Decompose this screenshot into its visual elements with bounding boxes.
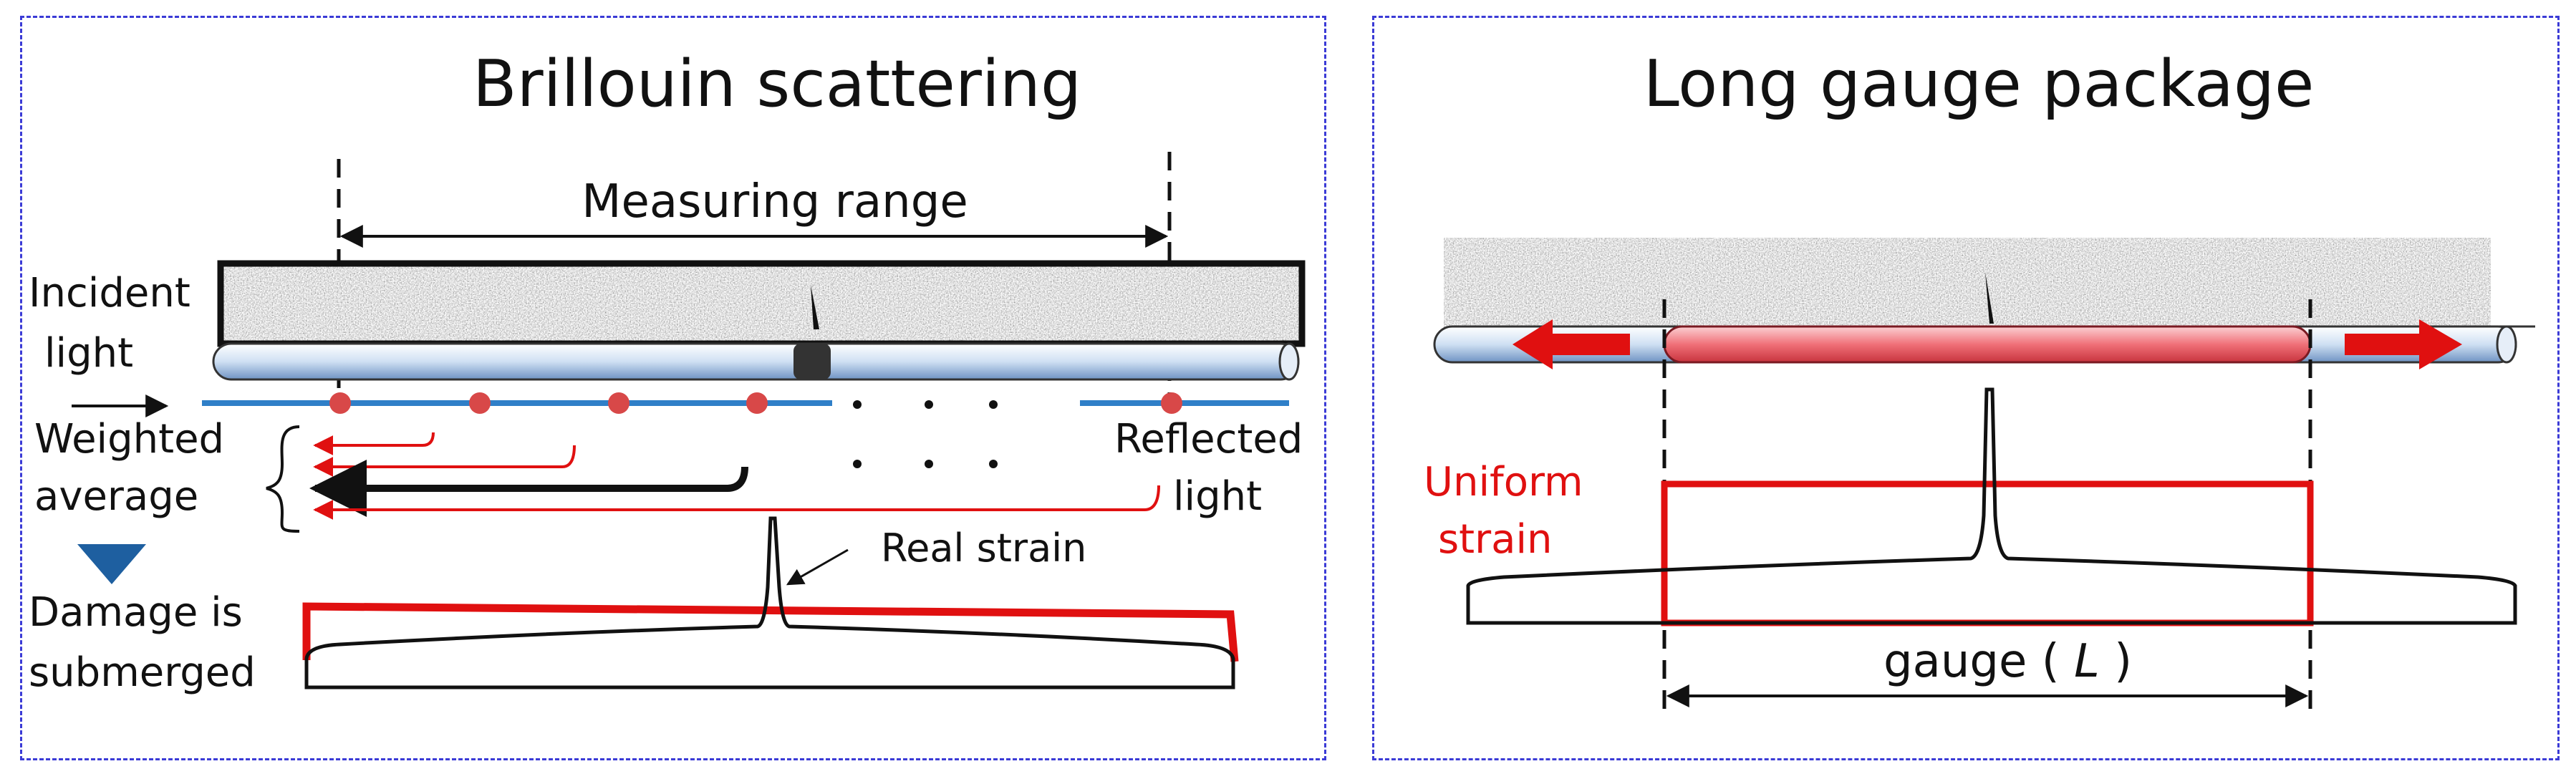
reflected-signal-2: [313, 445, 576, 477]
gauge-symbol: L: [2074, 635, 2100, 688]
sampling-point: [608, 392, 629, 414]
sampling-point: [329, 392, 351, 414]
long-gauge-package: [1663, 325, 2312, 364]
real-strain-label: Real strain: [881, 526, 1086, 571]
crack: [1985, 272, 1994, 324]
damage-label-2: submerged: [29, 649, 256, 696]
sampling-point: [1161, 392, 1182, 414]
long-gauge-title: Long gauge package: [1644, 47, 2315, 122]
concrete-block: [221, 263, 1302, 344]
strain-distribution-curve: [1466, 387, 2517, 625]
uniform-label-1: Uniform: [1424, 459, 1583, 505]
strain-distribution-curve: [304, 516, 1235, 689]
curly-brace: [266, 425, 300, 533]
fiber-end: [1278, 342, 1300, 381]
reflected-signal-1: [313, 432, 435, 455]
gauge-label-text: gauge (: [1883, 635, 2074, 688]
reflected-label-1: Reflected: [1114, 416, 1303, 463]
reflected-label-2: light: [1173, 473, 1262, 520]
measuring-range-label: Measuring range: [582, 175, 968, 228]
gauge-label-close: ): [2100, 635, 2132, 688]
optical-fiber: [212, 342, 1300, 381]
weighted-label-1: Weighted: [34, 416, 224, 463]
reflected-signal-3: [309, 460, 748, 517]
down-arrow-icon: [77, 544, 146, 584]
ellipsis-dots: [853, 400, 998, 468]
reflected-signal-4: [313, 485, 1160, 520]
weighted-label-2: average: [34, 473, 198, 520]
sampling-point: [469, 392, 491, 414]
uniform-strain-box: [1661, 480, 2314, 626]
brillouin-panel-frame: [20, 16, 1326, 760]
sampling-point: [746, 392, 768, 414]
incident-label-1: Incident: [29, 270, 190, 316]
real-strain-pointer: [786, 548, 849, 586]
fiber-end: [2496, 325, 2517, 364]
incident-label-2: light: [44, 330, 133, 377]
uniform-label-2: strain: [1438, 516, 1553, 563]
damage-label-1: Damage is: [29, 589, 243, 636]
tension-arrow-right-icon: [2345, 319, 2462, 369]
long-gauge-panel-frame: [1372, 16, 2560, 760]
crack: [811, 285, 819, 329]
concrete-slab: [1444, 238, 2491, 342]
brillouin-title: Brillouin scattering: [473, 47, 1081, 122]
gauge-label: gauge ( L ): [1883, 635, 2132, 688]
averaged-strain-curve: [302, 602, 1239, 662]
tension-arrow-left-icon: [1513, 319, 1630, 369]
fiber-break: [793, 344, 831, 379]
